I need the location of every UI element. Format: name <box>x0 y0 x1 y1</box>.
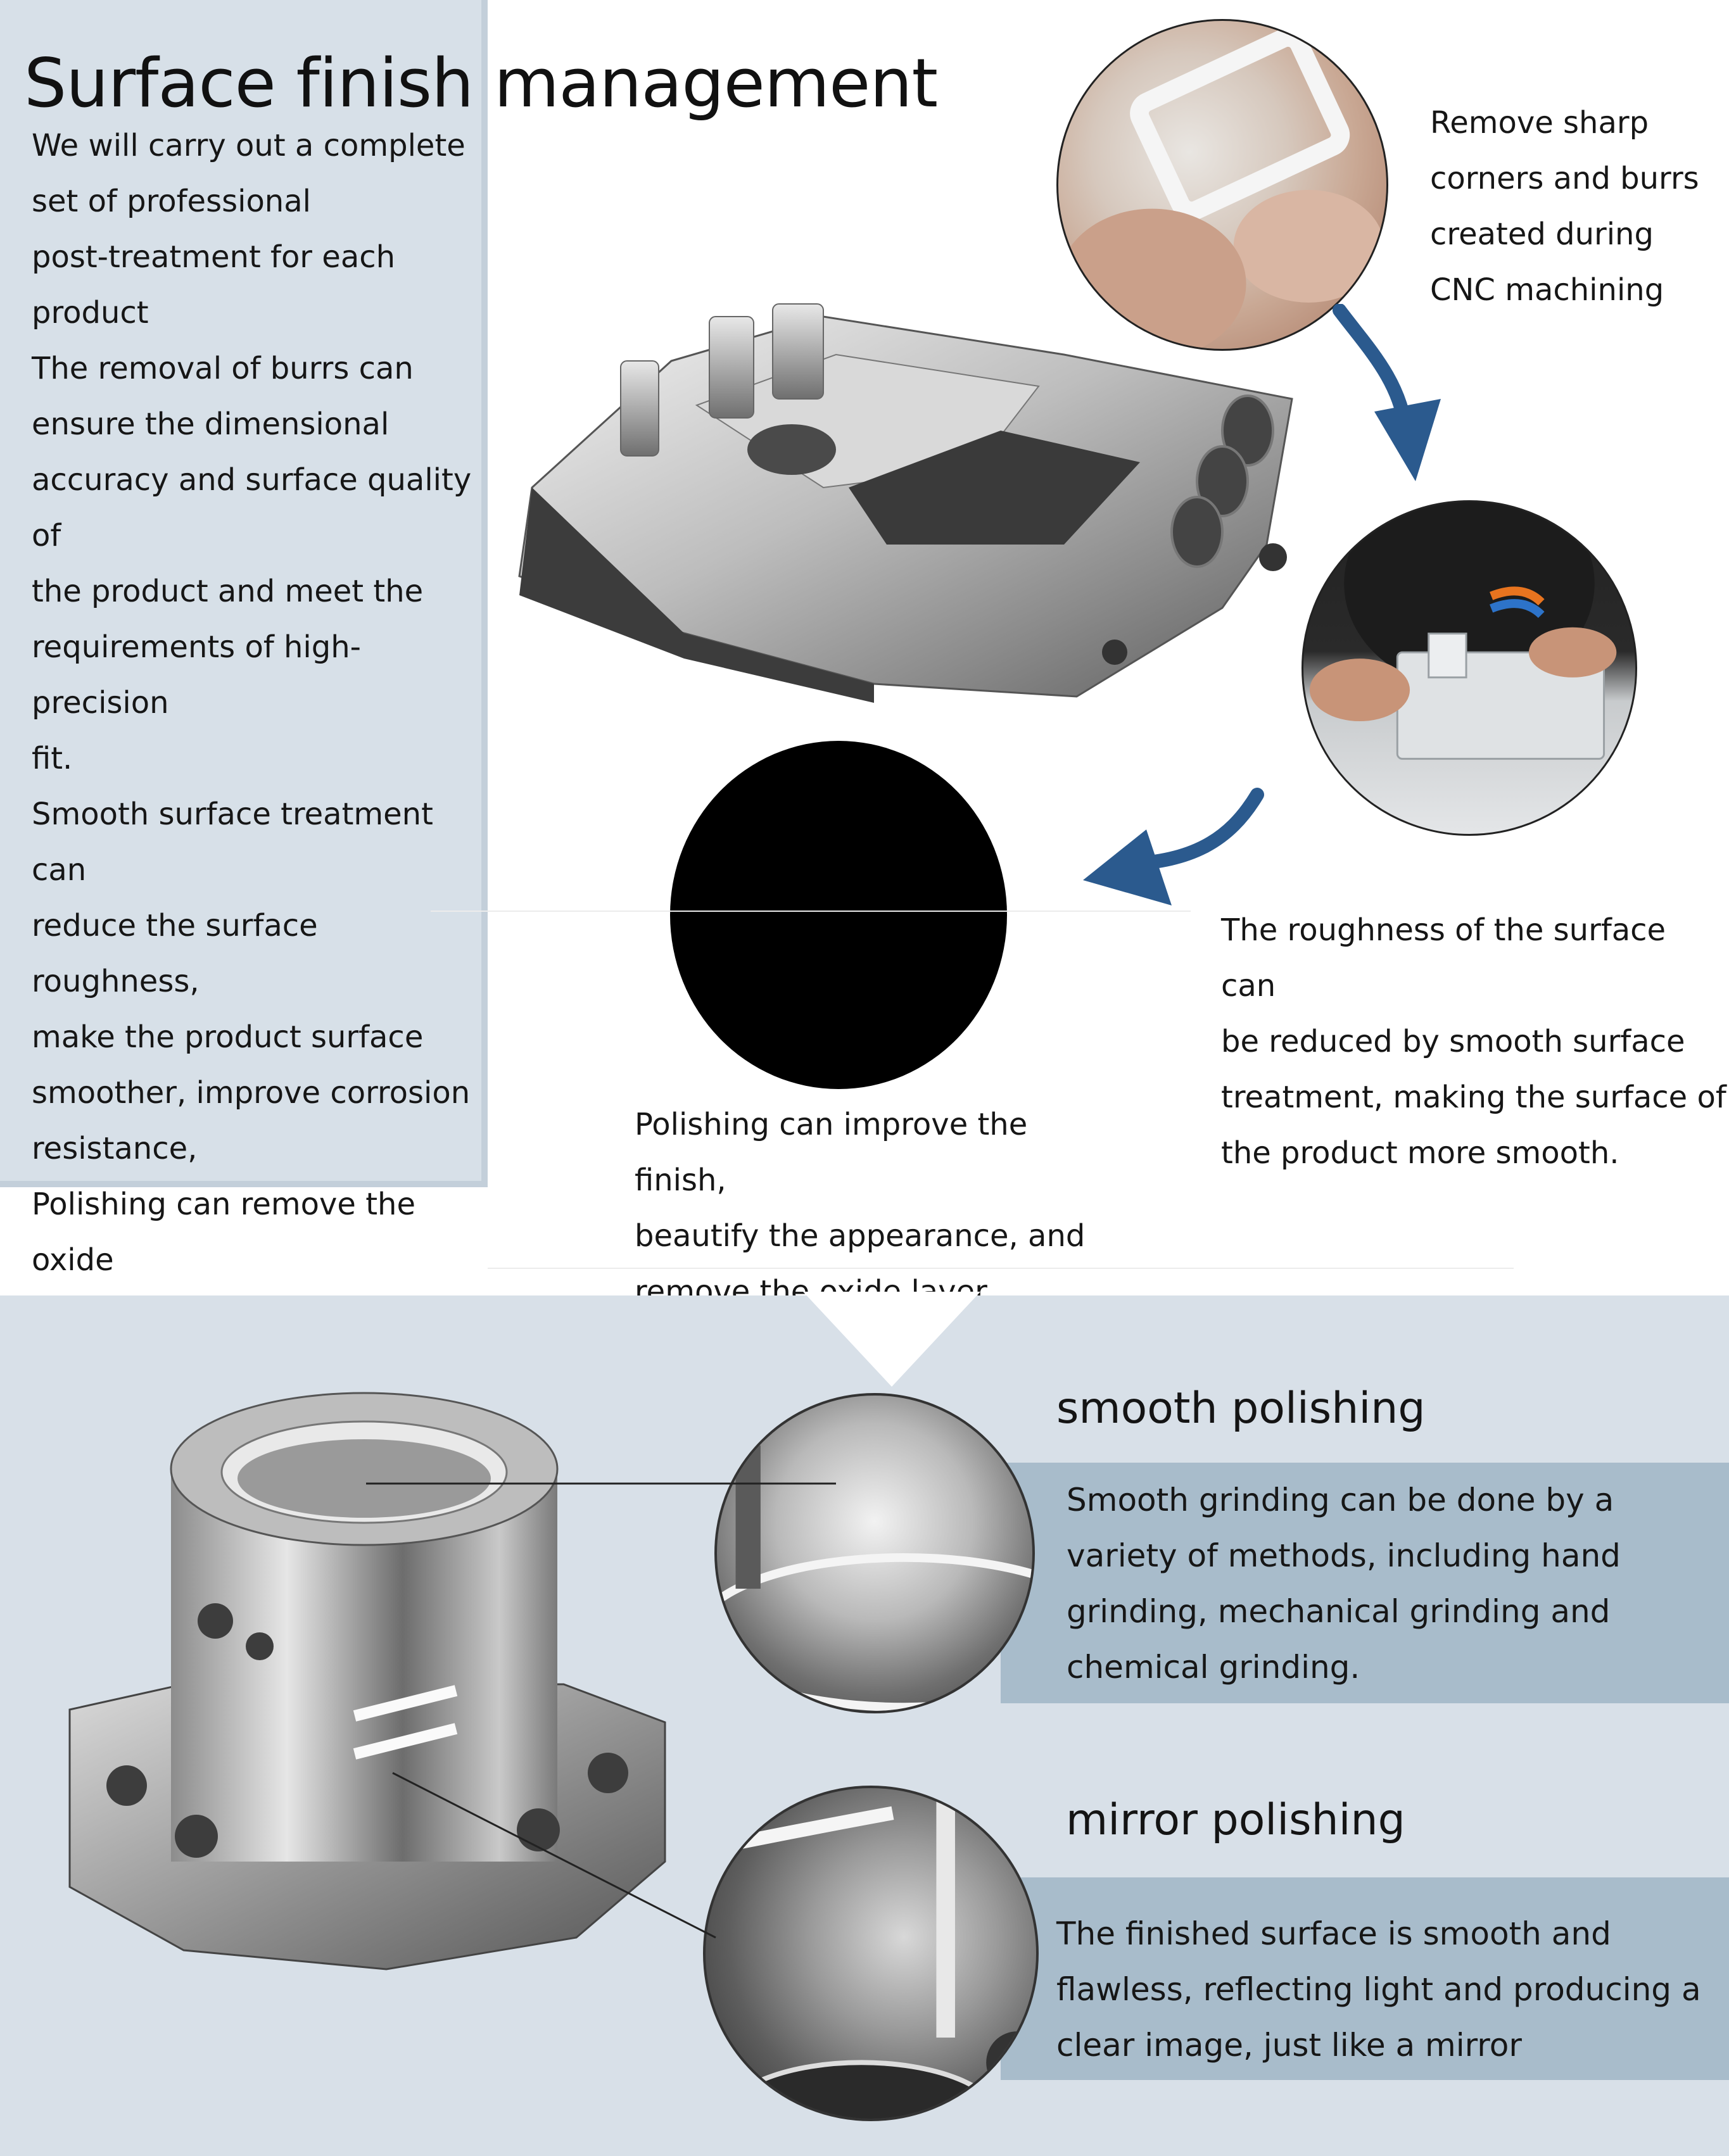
divider <box>488 1268 1514 1269</box>
curved-arrow-icon <box>1333 304 1441 481</box>
mirror-polishing-title: mirror polishing <box>1066 1795 1405 1845</box>
curved-arrow-icon <box>1083 788 1264 905</box>
mirror-polishing-description: The finished surface is smooth and flawl… <box>1056 1915 1701 2064</box>
smoothing-photo <box>1302 500 1637 836</box>
smooth-polishing-title: smooth polishing <box>1056 1384 1426 1434</box>
worker-illustration <box>1309 502 1617 760</box>
smooth-polishing-closeup <box>714 1393 1035 1713</box>
deburring-photo <box>1056 19 1388 351</box>
divider <box>431 911 1191 912</box>
smoothing-caption: The roughness of the surface can be redu… <box>1221 912 1726 1171</box>
intro-paragraph: We will carry out a complete set of prof… <box>32 128 466 331</box>
intro-paragraph: The removal of burrs can ensure the dime… <box>32 351 472 776</box>
flange-part-image <box>68 1392 666 1970</box>
smooth-polishing-band <box>1001 1463 1729 1703</box>
smooth-polishing-description: Smooth grinding can be done by a variety… <box>1067 1482 1621 1686</box>
mirror-polishing-closeup <box>703 1786 1039 2121</box>
section-notch <box>803 1292 980 1387</box>
deburring-caption: Remove sharp corners and burrs created d… <box>1430 105 1699 308</box>
machined-housing-image <box>518 303 1293 703</box>
page-title: Surface finish management <box>24 44 938 122</box>
intro-paragraph: Smooth surface treatment can reduce the … <box>32 797 471 1166</box>
polishing-caption: Polishing can improve the finish, beauti… <box>635 1107 1086 1309</box>
intro-panel <box>0 0 488 1187</box>
closeup-illustration <box>721 1788 1036 2119</box>
deburring-illustration <box>1058 28 1384 349</box>
closeup-illustration <box>717 1445 1032 1711</box>
polishing-placeholder <box>670 741 1007 1089</box>
mirror-polishing-band <box>1001 1877 1729 2080</box>
